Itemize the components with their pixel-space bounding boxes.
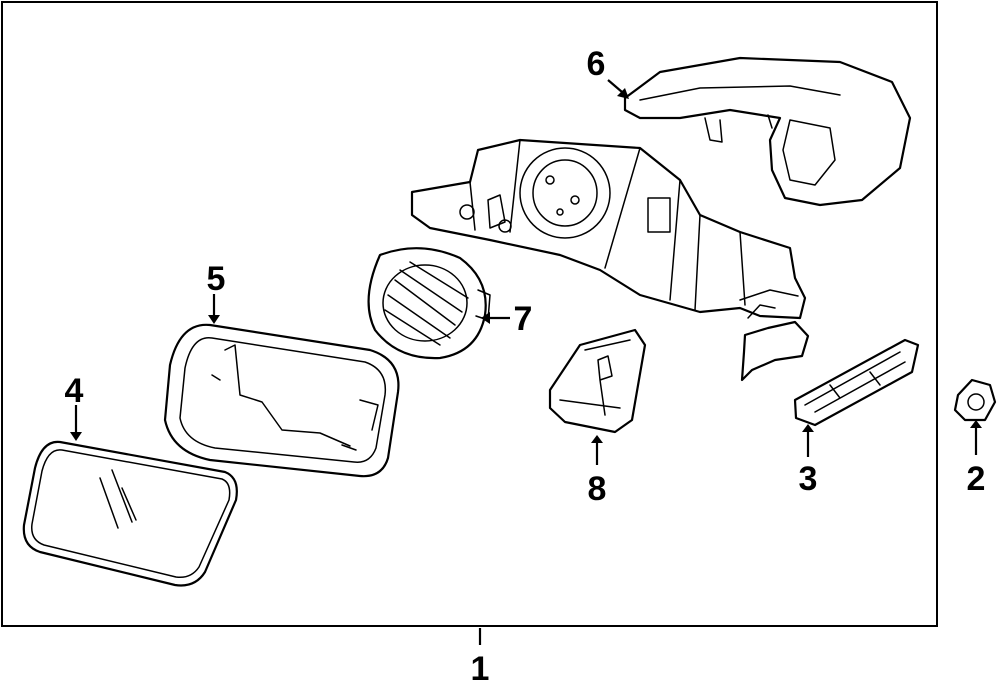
mirror-base-housing[interactable] xyxy=(410,138,810,382)
callout-5: 5 xyxy=(207,260,226,298)
nut-part[interactable] xyxy=(953,378,997,422)
callout-4: 4 xyxy=(65,372,84,410)
mirror-glass-part[interactable] xyxy=(22,440,238,587)
callout-3: 3 xyxy=(799,460,818,498)
callout-7: 7 xyxy=(514,300,533,338)
mirror-bezel-part[interactable] xyxy=(163,323,400,478)
mirror-cover-part[interactable] xyxy=(623,56,912,207)
callout-2: 2 xyxy=(967,460,986,498)
actuator-motor-part[interactable] xyxy=(367,247,491,360)
assembly-frame xyxy=(1,1,938,627)
callout-8: 8 xyxy=(588,470,607,508)
callout-6: 6 xyxy=(587,45,606,83)
leader-lines xyxy=(70,79,982,645)
turn-signal-part[interactable] xyxy=(793,338,920,427)
puddle-lamp-part[interactable] xyxy=(548,328,647,434)
callout-1: 1 xyxy=(471,650,490,688)
